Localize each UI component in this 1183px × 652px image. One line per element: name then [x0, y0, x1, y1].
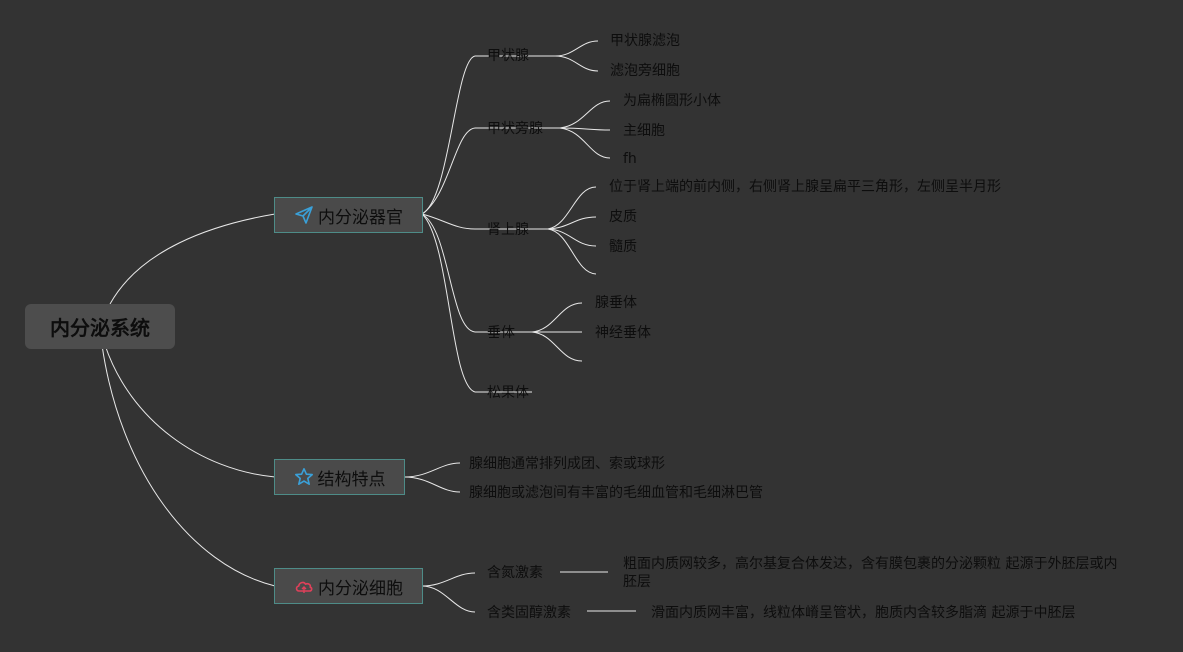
connector-root-cells	[101, 344, 276, 587]
connector-cells-nitrogen	[421, 572, 476, 587]
node-adenohypophysis[interactable]: 腺垂体	[595, 295, 637, 311]
connector-pituitary-1	[531, 302, 583, 333]
connector-organs-adrenal	[421, 213, 476, 230]
connector-parathyroid-3	[559, 127, 611, 159]
connector-adrenal-1	[547, 186, 597, 230]
node-nitrogen-detail[interactable]: 粗面内质网较多，高尔基复合体发达，含有膜包裹的分泌颗粒 起源于外胚层或内胚层	[623, 556, 1118, 590]
node-nitrogen-hormone[interactable]: 含氮激素	[487, 565, 543, 581]
connector-pituitary-3	[531, 331, 583, 362]
cloud-icon	[294, 576, 314, 596]
node-chief-cell[interactable]: 主细胞	[623, 123, 665, 139]
node-steroid-detail[interactable]: 滑面内质网丰富，线粒体嵴呈管状，胞质内含较多脂滴 起源于中胚层	[651, 605, 1076, 621]
node-pineal[interactable]: 松果体	[487, 385, 529, 401]
branch-endocrine-cells[interactable]: 内分泌细胞	[274, 568, 423, 604]
root-node[interactable]: 内分泌系统	[25, 304, 175, 349]
node-adrenal-position[interactable]: 位于肾上端的前内侧，右侧肾上腺呈扁平三角形，左侧呈半月形	[609, 179, 1001, 195]
connector-thyroid-2	[554, 55, 599, 72]
connector-root-organs	[109, 213, 276, 305]
node-pituitary[interactable]: 垂体	[487, 325, 515, 341]
connector-cells-steroid	[421, 585, 476, 613]
node-structure-capillaries[interactable]: 腺细胞或滤泡间有丰富的毛细血管和毛细淋巴管	[469, 485, 763, 501]
connector-adrenal-2	[547, 216, 597, 230]
connector-root-structure	[104, 344, 276, 478]
connector-adrenal-4	[547, 228, 597, 275]
paper-plane-icon	[294, 205, 314, 225]
node-parathyroid[interactable]: 甲状旁腺	[487, 121, 543, 137]
branch-label: 内分泌器官	[318, 207, 403, 228]
connector-parathyroid-2	[559, 127, 611, 131]
node-parathyroid-fh[interactable]: fh	[623, 151, 637, 167]
connector-organs-parathyroid	[421, 127, 476, 215]
connector-adrenal-3	[547, 228, 597, 247]
node-parathyroid-shape[interactable]: 为扁椭圆形小体	[623, 93, 721, 109]
node-thyroid-follicle[interactable]: 甲状腺滤泡	[610, 33, 680, 49]
node-adrenal-cortex[interactable]: 皮质	[609, 209, 637, 225]
branch-endocrine-organs[interactable]: 内分泌器官	[274, 197, 423, 233]
node-neurohypophysis[interactable]: 神经垂体	[595, 325, 651, 341]
connector-organs-pituitary	[421, 213, 476, 333]
node-parafollicular-cell[interactable]: 滤泡旁细胞	[610, 63, 680, 79]
node-adrenal-medulla[interactable]: 髓质	[609, 239, 637, 255]
connector-structure-1	[403, 462, 461, 478]
node-thyroid[interactable]: 甲状腺	[487, 48, 529, 64]
node-steroid-hormone[interactable]: 含类固醇激素	[487, 605, 571, 621]
connector-organs-pineal	[421, 213, 476, 393]
branch-label: 结构特点	[317, 469, 386, 490]
node-adrenal[interactable]: 肾上腺	[487, 222, 529, 238]
node-structure-arrangement[interactable]: 腺细胞通常排列成团、索或球形	[469, 456, 665, 472]
connector-organs-thyroid	[421, 55, 476, 215]
connector-structure-2	[403, 476, 461, 493]
branch-label: 内分泌细胞	[318, 578, 403, 599]
connector-parathyroid-1	[559, 100, 611, 129]
star-icon	[294, 467, 314, 487]
branch-structure-features[interactable]: 结构特点	[274, 459, 405, 495]
connector-thyroid-1	[554, 40, 599, 57]
